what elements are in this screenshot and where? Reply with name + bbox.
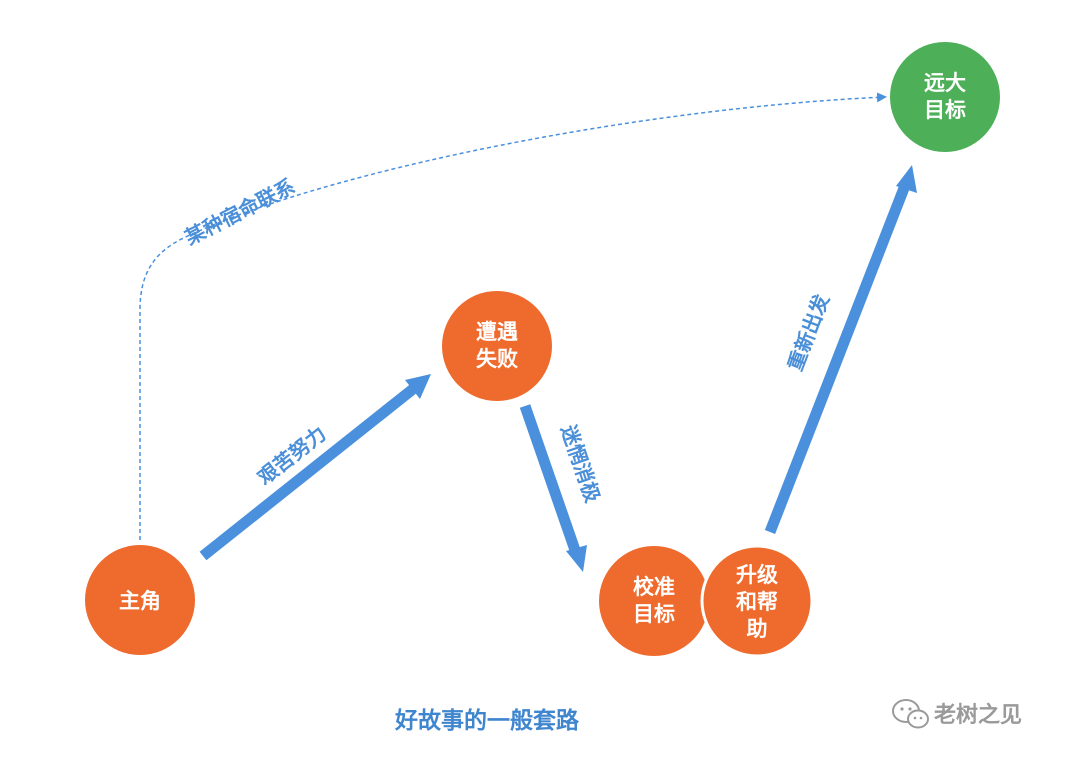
- node-goal-label-line2: 目标: [924, 98, 966, 122]
- node-goal: 远大 目标: [890, 42, 1000, 152]
- node-setback: 遭遇 失败: [442, 291, 552, 401]
- node-upgrade-label-line2: 和帮: [736, 590, 778, 614]
- node-upgrade-label-line3: 助: [747, 617, 768, 641]
- node-upgrade: 升级 和帮 助: [700, 544, 814, 658]
- fate-connection-arrow: [139, 92, 887, 540]
- node-goal-label-line1: 远大: [924, 71, 966, 95]
- confusion-arrow: [519, 404, 587, 572]
- watermark-text: 老树之见: [933, 702, 1022, 728]
- node-protagonist-label: 主角: [119, 589, 161, 613]
- node-recalibrate-label-line2: 目标: [633, 602, 675, 626]
- node-protagonist: 主角: [85, 545, 195, 655]
- effort-arrow: [199, 374, 431, 561]
- node-recalibrate-label-line1: 校准: [633, 575, 675, 599]
- node-recalibrate: 校准 目标: [599, 546, 709, 656]
- watermark: 老树之见: [892, 699, 1022, 729]
- edge-label-confusion: 迷惘消极: [556, 421, 605, 506]
- node-setback-label-line1: 遭遇: [476, 320, 518, 344]
- diagram-title: 好故事的一般套路: [394, 707, 580, 734]
- node-upgrade-label-line1: 升级: [736, 563, 778, 587]
- restart-arrow: [764, 165, 917, 534]
- edge-label-restart: 重新出发: [783, 290, 834, 374]
- node-setback-label-line2: 失败: [476, 347, 518, 371]
- wechat-icon: [892, 699, 929, 729]
